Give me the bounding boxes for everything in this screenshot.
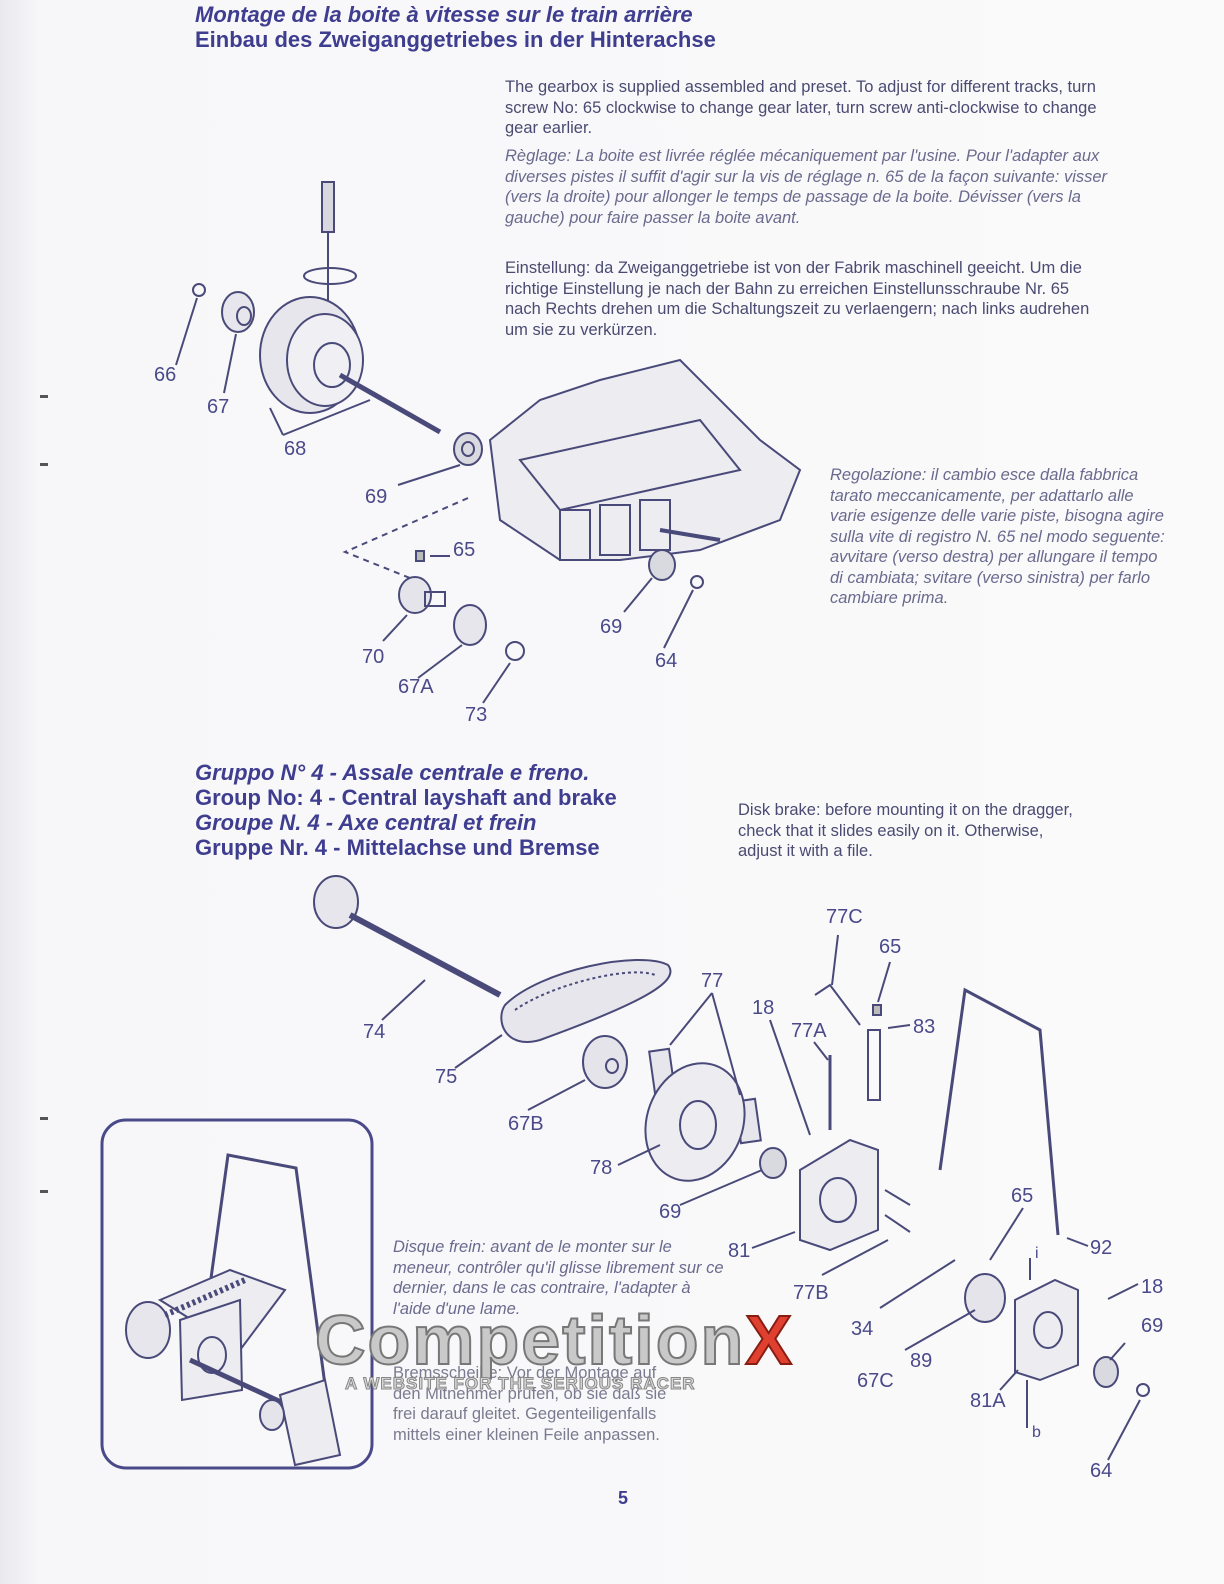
part-label: 34 (851, 1318, 874, 1340)
section2-title-it: Gruppo N° 4 - Assale centrale e freno. (195, 760, 590, 785)
binding-mark (40, 395, 48, 398)
part-label: 77A (791, 1020, 827, 1042)
competitionx-watermark: CompetitionX A WEBSITE FOR THE SERIOUS R… (314, 1300, 905, 1400)
part-label: 74 (363, 1021, 386, 1043)
part-label: 65 (879, 936, 902, 958)
part-label: i (1035, 1245, 1039, 1262)
watermark-tagline: A WEBSITE FOR THE SERIOUS RACER (345, 1374, 696, 1394)
part-label: 64 (1090, 1460, 1113, 1482)
section2-title-en: Group No: 4 - Central layshaft and brake (195, 785, 617, 810)
part-label: 77C (826, 906, 863, 928)
brake-text-de: Bremsscheibe: Vor der Montage auf den Mi… (393, 1364, 667, 1444)
part-label: 67B (508, 1113, 544, 1135)
brake-text-en: Disk brake: before mounting it on the dr… (738, 801, 1073, 860)
gearbox-text-fr: Règlage: La boite est livrée réglée méca… (505, 147, 1108, 227)
part-label: 77B (793, 1282, 829, 1304)
part-label: 81A (970, 1390, 1006, 1412)
part-label: 73 (465, 704, 488, 726)
part-label: 75 (435, 1066, 458, 1088)
binding-mark (40, 463, 48, 466)
part-label: 64 (655, 650, 678, 672)
watermark-logo: CompetitionX (314, 1300, 794, 1380)
part-label: 69 (659, 1201, 682, 1223)
binding-mark (40, 1117, 48, 1120)
part-label: 18 (752, 997, 775, 1019)
section2-title-fr: Groupe N. 4 - Axe central et frein (195, 810, 537, 835)
gearbox-text-en: The gearbox is supplied assembled and pr… (505, 78, 1097, 137)
page-number: 5 (618, 1488, 629, 1508)
part-label: 69 (600, 616, 623, 638)
part-label: 66 (154, 364, 177, 386)
part-label: 69 (1141, 1315, 1164, 1337)
part-label: 67A (398, 676, 434, 698)
part-label: 18 (1141, 1276, 1164, 1298)
part-label: 92 (1090, 1237, 1113, 1259)
part-label: b (1032, 1424, 1041, 1441)
section1-title-de: Einbau des Zweiganggetriebes in der Hint… (195, 27, 716, 52)
section1-title-fr: Montage de la boite à vitesse sur le tra… (195, 2, 693, 27)
part-label: 81 (728, 1240, 751, 1262)
gearbox-text-de: Einstellung: da Zweiganggetriebe ist von… (505, 259, 1090, 339)
gearbox-text-it: Regolazione: il cambio esce dalla fabbri… (830, 466, 1165, 607)
part-label: 83 (913, 1016, 936, 1038)
part-label: 78 (590, 1157, 613, 1179)
part-label: 89 (910, 1350, 933, 1372)
part-label: 69 (365, 486, 388, 508)
section2-title-de: Gruppe Nr. 4 - Mittelachse und Bremse (195, 835, 600, 860)
part-label: 67C (857, 1370, 894, 1392)
brake-text-fr: Disque frein: avant de le monter sur le … (393, 1238, 724, 1318)
part-label: 70 (362, 646, 385, 668)
part-label: 68 (284, 438, 307, 460)
part-label: 67 (207, 396, 230, 418)
part-label: 65 (1011, 1185, 1034, 1207)
part-label: 65 (453, 539, 476, 561)
part-label: 77 (701, 970, 724, 992)
binding-mark (40, 1190, 48, 1193)
inset-box (100, 1118, 374, 1470)
